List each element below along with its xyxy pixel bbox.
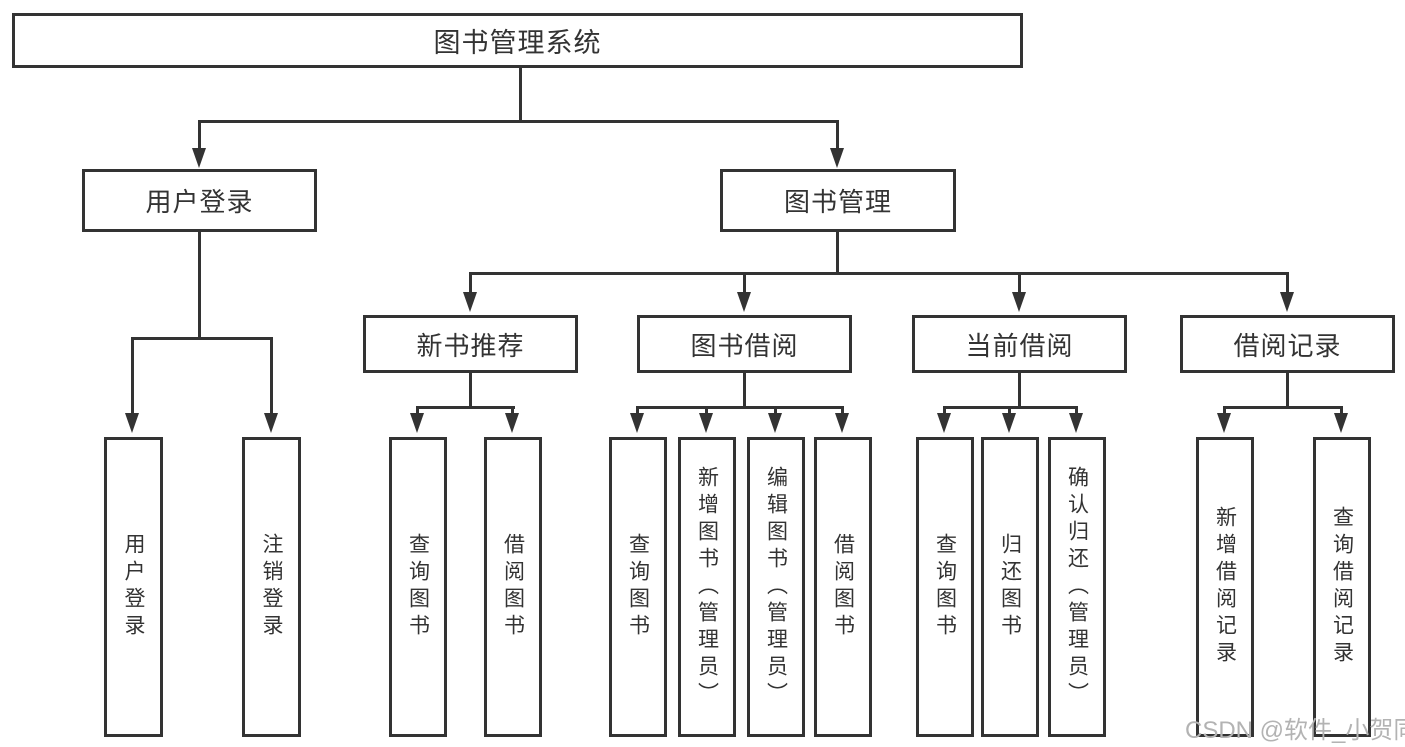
connector-vline — [416, 406, 419, 416]
arrowhead-icon — [192, 148, 206, 168]
connector-vline — [1018, 373, 1021, 406]
connector-vline — [1075, 406, 1078, 416]
leaf-logout-login: 注销登录 — [242, 437, 301, 737]
connector-vline — [1018, 272, 1021, 294]
arrowhead-icon — [1217, 413, 1231, 433]
connector-vline — [1286, 272, 1289, 294]
node-current-borrowing-label: 当前借阅 — [965, 330, 1074, 361]
leaf-borrow-books-recommend-label: 借阅图书 — [501, 533, 525, 641]
connector-hline — [636, 406, 844, 409]
node-borrowing-records-label: 借阅记录 — [1233, 330, 1342, 361]
arrowhead-icon — [1334, 413, 1348, 433]
leaf-query-books-borrowing: 查询图书 — [609, 437, 667, 737]
leaf-borrow-books-borrowing: 借阅图书 — [814, 437, 872, 737]
connector-vline — [198, 120, 201, 152]
arrowhead-icon — [835, 413, 849, 433]
root-node-label: 图书管理系统 — [433, 28, 602, 58]
connector-hline — [416, 406, 515, 409]
leaf-query-books-current: 查询图书 — [916, 437, 974, 737]
leaf-user-login: 用户登录 — [104, 437, 163, 737]
leaf-add-borrow-record-label: 新增借阅记录 — [1213, 506, 1237, 668]
arrowhead-icon — [830, 148, 844, 168]
leaf-borrow-books-recommend: 借阅图书 — [484, 437, 542, 737]
connector-vline — [836, 232, 839, 272]
arrowhead-icon — [463, 292, 477, 312]
connector-vline — [943, 406, 946, 416]
leaf-query-books-borrowing-label: 查询图书 — [626, 533, 650, 641]
connector-vline — [841, 406, 844, 416]
node-current-borrowing: 当前借阅 — [912, 315, 1127, 373]
arrowhead-icon — [1280, 292, 1294, 312]
connector-vline — [511, 406, 514, 416]
leaf-logout-login-label: 注销登录 — [260, 533, 283, 641]
node-book-borrowing-label: 图书借阅 — [690, 330, 799, 361]
connector-vline — [836, 120, 839, 152]
leaf-confirm-return-admin: 确认归还（管理员） — [1048, 437, 1106, 737]
watermark: CSDN @软件_小贺同学 — [1185, 717, 1405, 744]
connector-hline — [1223, 406, 1343, 409]
connector-vline — [1340, 406, 1343, 416]
node-user-login: 用户登录 — [82, 169, 317, 232]
arrowhead-icon — [1012, 292, 1026, 312]
node-book-borrowing: 图书借阅 — [637, 315, 852, 373]
connector-hline — [198, 120, 839, 123]
connector-vline — [131, 337, 134, 415]
leaf-query-books-current-label: 查询图书 — [933, 533, 957, 641]
root-node: 图书管理系统 — [12, 13, 1023, 68]
connector-vline — [1223, 406, 1226, 416]
arrowhead-icon — [937, 413, 951, 433]
node-borrowing-records: 借阅记录 — [1180, 315, 1395, 373]
node-book-management-label: 图书管理 — [783, 187, 892, 217]
leaf-borrow-books-borrowing-label: 借阅图书 — [831, 533, 855, 641]
leaf-return-books-label: 归还图书 — [998, 533, 1022, 641]
leaf-confirm-return-admin-label: 确认归还（管理员） — [1065, 465, 1089, 709]
leaf-add-books-admin: 新增图书（管理员） — [678, 437, 736, 737]
leaf-edit-books-admin-label: 编辑图书（管理员） — [764, 465, 788, 709]
connector-hline — [469, 272, 1289, 275]
leaf-query-books-recommend-label: 查询图书 — [406, 533, 430, 641]
leaf-user-login-label: 用户登录 — [122, 533, 145, 641]
arrowhead-icon — [699, 413, 713, 433]
node-user-login-label: 用户登录 — [145, 187, 254, 217]
leaf-return-books: 归还图书 — [981, 437, 1039, 737]
arrowhead-icon — [768, 413, 782, 433]
leaf-add-borrow-record: 新增借阅记录 — [1196, 437, 1254, 737]
arrowhead-icon — [505, 413, 519, 433]
arrowhead-icon — [1069, 413, 1083, 433]
connector-vline — [519, 68, 522, 120]
connector-vline — [743, 272, 746, 294]
arrowhead-icon — [737, 292, 751, 312]
node-new-book-recommendation-label: 新书推荐 — [416, 330, 525, 361]
connector-vline — [198, 232, 201, 337]
connector-vline — [270, 337, 273, 415]
arrowhead-icon — [410, 413, 424, 433]
leaf-edit-books-admin: 编辑图书（管理员） — [747, 437, 805, 737]
connector-hline — [131, 337, 273, 340]
leaf-add-books-admin-label: 新增图书（管理员） — [695, 465, 719, 709]
leaf-query-books-recommend: 查询图书 — [389, 437, 447, 737]
arrowhead-icon — [630, 413, 644, 433]
connector-vline — [469, 272, 472, 294]
node-new-book-recommendation: 新书推荐 — [363, 315, 578, 373]
connector-vline — [469, 373, 472, 406]
node-book-management: 图书管理 — [720, 169, 956, 232]
leaf-query-borrow-record-label: 查询借阅记录 — [1330, 506, 1354, 668]
connector-vline — [1008, 406, 1011, 416]
connector-vline — [705, 406, 708, 416]
leaf-query-borrow-record: 查询借阅记录 — [1313, 437, 1371, 737]
arrowhead-icon — [264, 413, 278, 433]
connector-vline — [1286, 373, 1289, 406]
connector-vline — [636, 406, 639, 416]
connector-vline — [743, 373, 746, 406]
arrowhead-icon — [1002, 413, 1016, 433]
arrowhead-icon — [125, 413, 139, 433]
connector-vline — [774, 406, 777, 416]
